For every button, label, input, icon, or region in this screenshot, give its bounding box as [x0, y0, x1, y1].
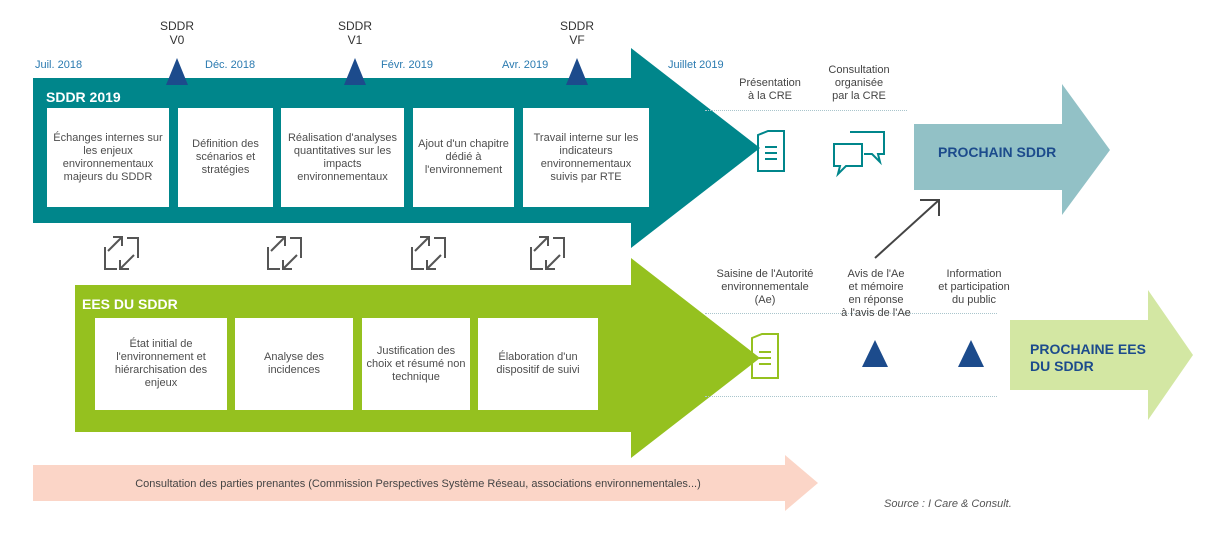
exchange-arrows-icon — [104, 236, 139, 270]
triangle-marker-icon — [958, 340, 984, 367]
sddr-band-title: SDDR 2019 — [46, 89, 121, 105]
date-label: Févr. 2019 — [381, 59, 433, 71]
sddr-step-box: Ajout d'un chapitre dédié à l'environnem… — [413, 108, 514, 207]
sddr-step-box: Travail interne sur les indicateurs envi… — [523, 108, 649, 207]
step-label: Consultation organisée par la CRE — [828, 64, 890, 102]
next-ees-arrow — [1010, 290, 1193, 420]
sddr-step-box: Réalisation d'analyses quantitatives sur… — [281, 108, 404, 207]
ees-step-box: État initial de l'environnement et hiéra… — [95, 318, 227, 410]
date-label: Avr. 2019 — [502, 59, 549, 71]
next-sddr-arrow — [914, 84, 1110, 215]
triangle-marker-icon — [166, 58, 188, 85]
exchange-arrows-icon — [530, 236, 565, 270]
ees-step-box: Justification des choix et résumé non te… — [362, 318, 470, 410]
dotted-separator — [705, 110, 907, 111]
step-label: Saisine de l'Autorité environnementale (… — [716, 268, 814, 306]
step-label: Information et participation du public — [938, 268, 1010, 306]
dotted-separator — [705, 313, 997, 314]
triangle-marker-icon — [344, 58, 366, 85]
step-label: Présentation à la CRE — [739, 77, 801, 102]
date-label: Juillet 2019 — [668, 59, 724, 71]
ees-step-box: Analyse des incidences — [235, 318, 353, 410]
triangle-marker-icon — [566, 58, 588, 85]
triangle-marker-icon — [862, 340, 888, 367]
diagonal-arrow-icon — [874, 199, 940, 259]
consultation-text: Consultation des parties prenantes (Comm… — [135, 478, 701, 490]
sddr-step-box: Échanges internes sur les enjeux environ… — [47, 108, 169, 207]
step-label: Avis de l'Ae et mémoire en réponse à l'a… — [841, 268, 911, 319]
next-sddr-label: PROCHAIN SDDR — [938, 144, 1057, 160]
document-icon — [757, 130, 785, 172]
speech-bubbles-icon — [833, 131, 885, 178]
milestone-label: SDDR V1 — [337, 19, 372, 47]
consultation-arrow — [33, 455, 818, 511]
source-note: Source : I Care & Consult. — [884, 498, 1012, 510]
exchange-arrows-icon — [267, 236, 302, 270]
milestone-label: SDDR VF — [559, 19, 594, 47]
next-ees-label: PROCHAINE EES DU SDDR — [1030, 341, 1146, 374]
ees-band-title: EES DU SDDR — [82, 296, 178, 312]
document-icon — [751, 333, 779, 379]
exchange-arrows-icon — [411, 236, 446, 270]
date-label: Déc. 2018 — [205, 59, 256, 71]
date-label: Juil. 2018 — [35, 59, 83, 71]
ees-step-box: Élaboration d'un dispositif de suivi — [478, 318, 598, 410]
milestone-label: SDDR V0 — [159, 19, 194, 47]
sddr-step-box: Définition des scénarios et stratégies — [178, 108, 273, 207]
dotted-separator — [705, 396, 997, 397]
